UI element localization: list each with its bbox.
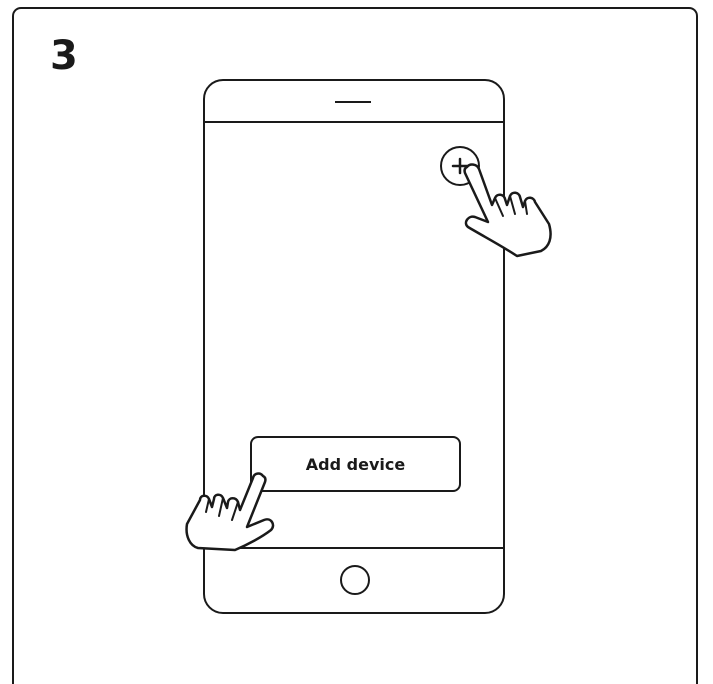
phone-speaker — [335, 101, 371, 103]
tapping-hand-icon — [185, 472, 275, 552]
phone-top-divider — [205, 121, 503, 123]
tapping-hand-icon — [463, 163, 552, 258]
phone-bottom-divider — [205, 547, 503, 549]
plus-icon — [451, 157, 469, 175]
step-number: 3 — [50, 33, 78, 79]
instruction-panel-frame — [12, 7, 698, 684]
add-device-button[interactable]: Add device — [250, 436, 461, 492]
home-button[interactable] — [340, 565, 370, 595]
